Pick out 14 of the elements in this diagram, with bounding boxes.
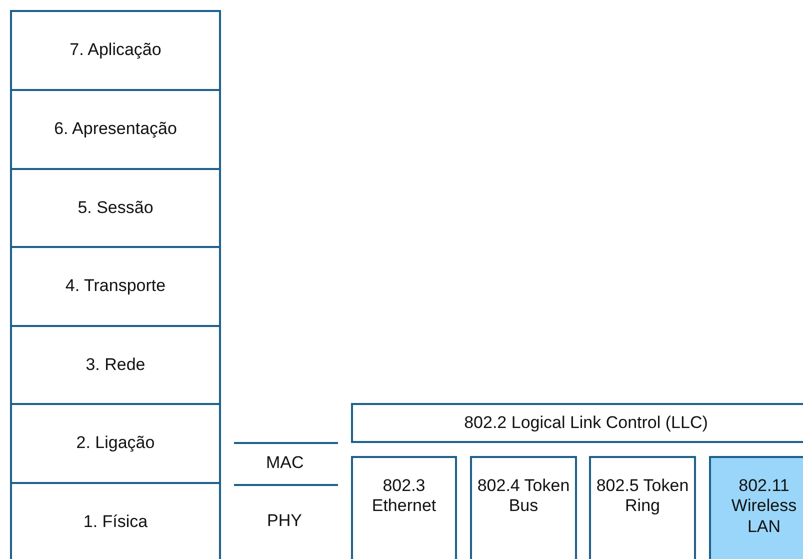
sublayer-label: MAC	[266, 453, 304, 473]
layer-box: 7. Aplicação	[10, 10, 221, 91]
layer-box: 5. Sessão	[10, 168, 221, 248]
layer-box: 4. Transporte	[10, 246, 221, 327]
layer-box: 6. Apresentação	[10, 89, 221, 170]
standard-box: 802.5 Token Ring	[589, 456, 696, 559]
layer-box: 1. Física	[10, 482, 221, 559]
sublayer-label: PHY	[267, 511, 302, 531]
standard-box: 802.4 Token Bus	[470, 456, 577, 559]
layer-box: 2. Ligação	[10, 403, 221, 484]
llc-box: 802.2 Logical Link Control (LLC)	[351, 403, 803, 443]
layer-box: 3. Rede	[10, 325, 221, 405]
standard-box: 802.11 Wireless LAN	[709, 456, 803, 559]
standard-box: 802.3 Ethernet	[351, 456, 457, 559]
